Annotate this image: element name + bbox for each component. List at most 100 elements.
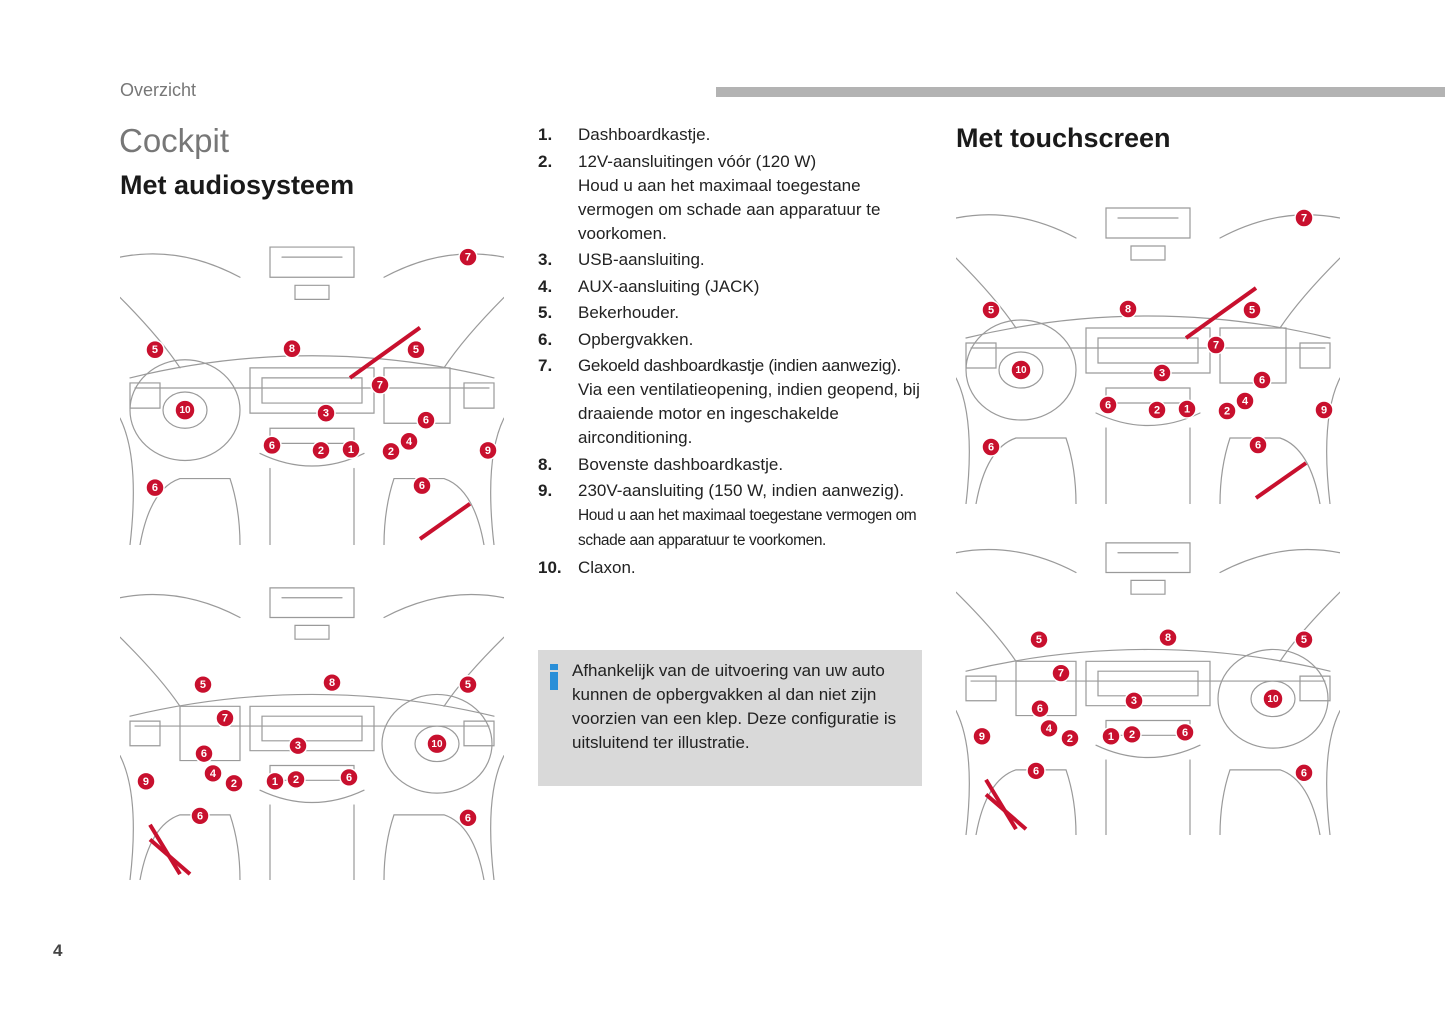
- callout-5: 5: [1242, 300, 1262, 320]
- svg-text:4: 4: [210, 768, 216, 780]
- svg-text:9: 9: [1321, 405, 1327, 417]
- callout-6: 6: [339, 767, 359, 787]
- svg-text:3: 3: [1159, 368, 1165, 380]
- svg-text:2: 2: [388, 446, 394, 458]
- callout-6: 6: [1098, 395, 1118, 415]
- legend-number: 4.: [538, 276, 553, 296]
- callout-6: 6: [190, 806, 210, 826]
- callout-4: 4: [203, 763, 223, 784]
- callout-6: 6: [1248, 435, 1268, 455]
- callout-2: 2: [224, 773, 244, 793]
- subtitle-touchscreen: Met touchscreen: [956, 123, 1171, 153]
- legend-text: AUX-aansluiting (JACK): [578, 276, 760, 296]
- svg-text:2: 2: [1129, 729, 1135, 741]
- svg-text:6: 6: [1255, 440, 1261, 452]
- callout-8: 8: [282, 338, 302, 359]
- svg-text:10: 10: [1015, 365, 1027, 376]
- svg-text:9: 9: [979, 731, 985, 743]
- svg-text:6: 6: [269, 440, 275, 452]
- callout-5: 5: [1294, 629, 1314, 650]
- callout-7: 7: [215, 708, 235, 728]
- callout-6: 6: [1294, 763, 1314, 783]
- svg-text:3: 3: [1131, 695, 1137, 707]
- legend-item-10: 10. Claxon.: [538, 556, 928, 580]
- svg-text:9: 9: [485, 445, 491, 457]
- svg-text:2: 2: [231, 778, 237, 790]
- legend-text: 12V-aansluitingen vóór (120 W): [578, 151, 817, 171]
- svg-text:2: 2: [293, 774, 299, 786]
- callout-8: 8: [322, 672, 342, 693]
- callout-9: 9: [478, 440, 498, 461]
- legend-note: Houd u aan het maximaal toegestane vermo…: [578, 175, 881, 243]
- svg-text:7: 7: [1058, 668, 1064, 680]
- callout-6: 6: [412, 475, 432, 496]
- svg-text:6: 6: [1033, 765, 1039, 777]
- svg-text:4: 4: [1242, 396, 1249, 408]
- svg-text:1: 1: [1108, 731, 1114, 743]
- svg-text:10: 10: [1267, 694, 1279, 705]
- callout-6: 6: [145, 477, 165, 498]
- svg-text:2: 2: [1154, 405, 1160, 417]
- legend-item-3: 3. USB-aansluiting.: [538, 248, 928, 272]
- callout-4: 4: [1039, 718, 1059, 739]
- callout-5: 5: [193, 674, 213, 695]
- legend-item-4: 4. AUX-aansluiting (JACK): [538, 275, 928, 299]
- legend-text: Bovenste dashboardkastje.: [578, 454, 784, 474]
- legend-text: 230V-aansluiting (150 W, indien aanwezig…: [578, 481, 905, 500]
- callout-8: 8: [1118, 299, 1138, 319]
- svg-text:5: 5: [1301, 634, 1307, 646]
- svg-text:6: 6: [201, 748, 207, 760]
- callout-10: 10: [174, 399, 196, 421]
- legend-text: Gekoeld dashboardkastje (indien aanwezig…: [578, 356, 901, 375]
- legend-item-6: 6. Opbergvakken.: [538, 328, 928, 352]
- svg-text:5: 5: [1249, 305, 1255, 317]
- callout-7: 7: [370, 375, 390, 395]
- legend-number: 8.: [538, 454, 553, 474]
- legend-text: USB-aansluiting.: [578, 250, 705, 269]
- legend-number: 1.: [538, 125, 553, 144]
- legend-item-5: 5. Bekerhouder.: [538, 301, 928, 325]
- callout-2: 2: [311, 440, 331, 461]
- callout-6: 6: [1026, 761, 1046, 781]
- svg-text:6: 6: [1037, 703, 1043, 715]
- svg-text:4: 4: [406, 436, 413, 448]
- callout-6: 6: [981, 437, 1001, 457]
- legend-number: 6.: [538, 329, 553, 349]
- callout-10: 10: [1262, 688, 1284, 710]
- callout-7: 7: [1051, 663, 1071, 683]
- legend-note: Houd u aan het maximaal toegestane vermo…: [578, 507, 917, 549]
- svg-text:3: 3: [295, 740, 301, 752]
- svg-text:5: 5: [988, 305, 994, 317]
- svg-text:7: 7: [377, 379, 383, 391]
- callout-4: 4: [399, 431, 419, 452]
- callout-4: 4: [1235, 391, 1255, 411]
- legend-note: Via een ventilatieopening, indien geopen…: [578, 380, 920, 447]
- callout-2: 2: [1060, 728, 1080, 748]
- page-number: 4: [53, 941, 63, 960]
- callout-9: 9: [972, 726, 992, 746]
- callout-3: 3: [316, 403, 336, 423]
- callout-1: 1: [1177, 399, 1197, 419]
- callout-5: 5: [1029, 629, 1049, 650]
- svg-text:10: 10: [179, 405, 191, 416]
- legend-text: Dashboardkastje.: [578, 125, 711, 144]
- svg-text:6: 6: [197, 810, 203, 822]
- callout-6: 6: [1252, 370, 1272, 390]
- legend-text: Bekerhouder.: [578, 303, 680, 322]
- callout-2: 2: [381, 441, 401, 462]
- legend-number: 2.: [538, 151, 553, 171]
- callout-3: 3: [1152, 363, 1172, 383]
- svg-text:5: 5: [152, 344, 158, 356]
- callout-5: 5: [145, 339, 165, 360]
- legend-item-7: 7. Gekoeld dashboardkastje (indien aanwe…: [538, 354, 928, 450]
- callout-6: 6: [1175, 722, 1195, 742]
- callout-6: 6: [1030, 699, 1050, 719]
- callout-6: 6: [458, 808, 478, 828]
- subtitle-audio: Met audiosysteem: [120, 170, 355, 200]
- callout-3: 3: [1124, 691, 1144, 711]
- callout-9: 9: [136, 771, 156, 791]
